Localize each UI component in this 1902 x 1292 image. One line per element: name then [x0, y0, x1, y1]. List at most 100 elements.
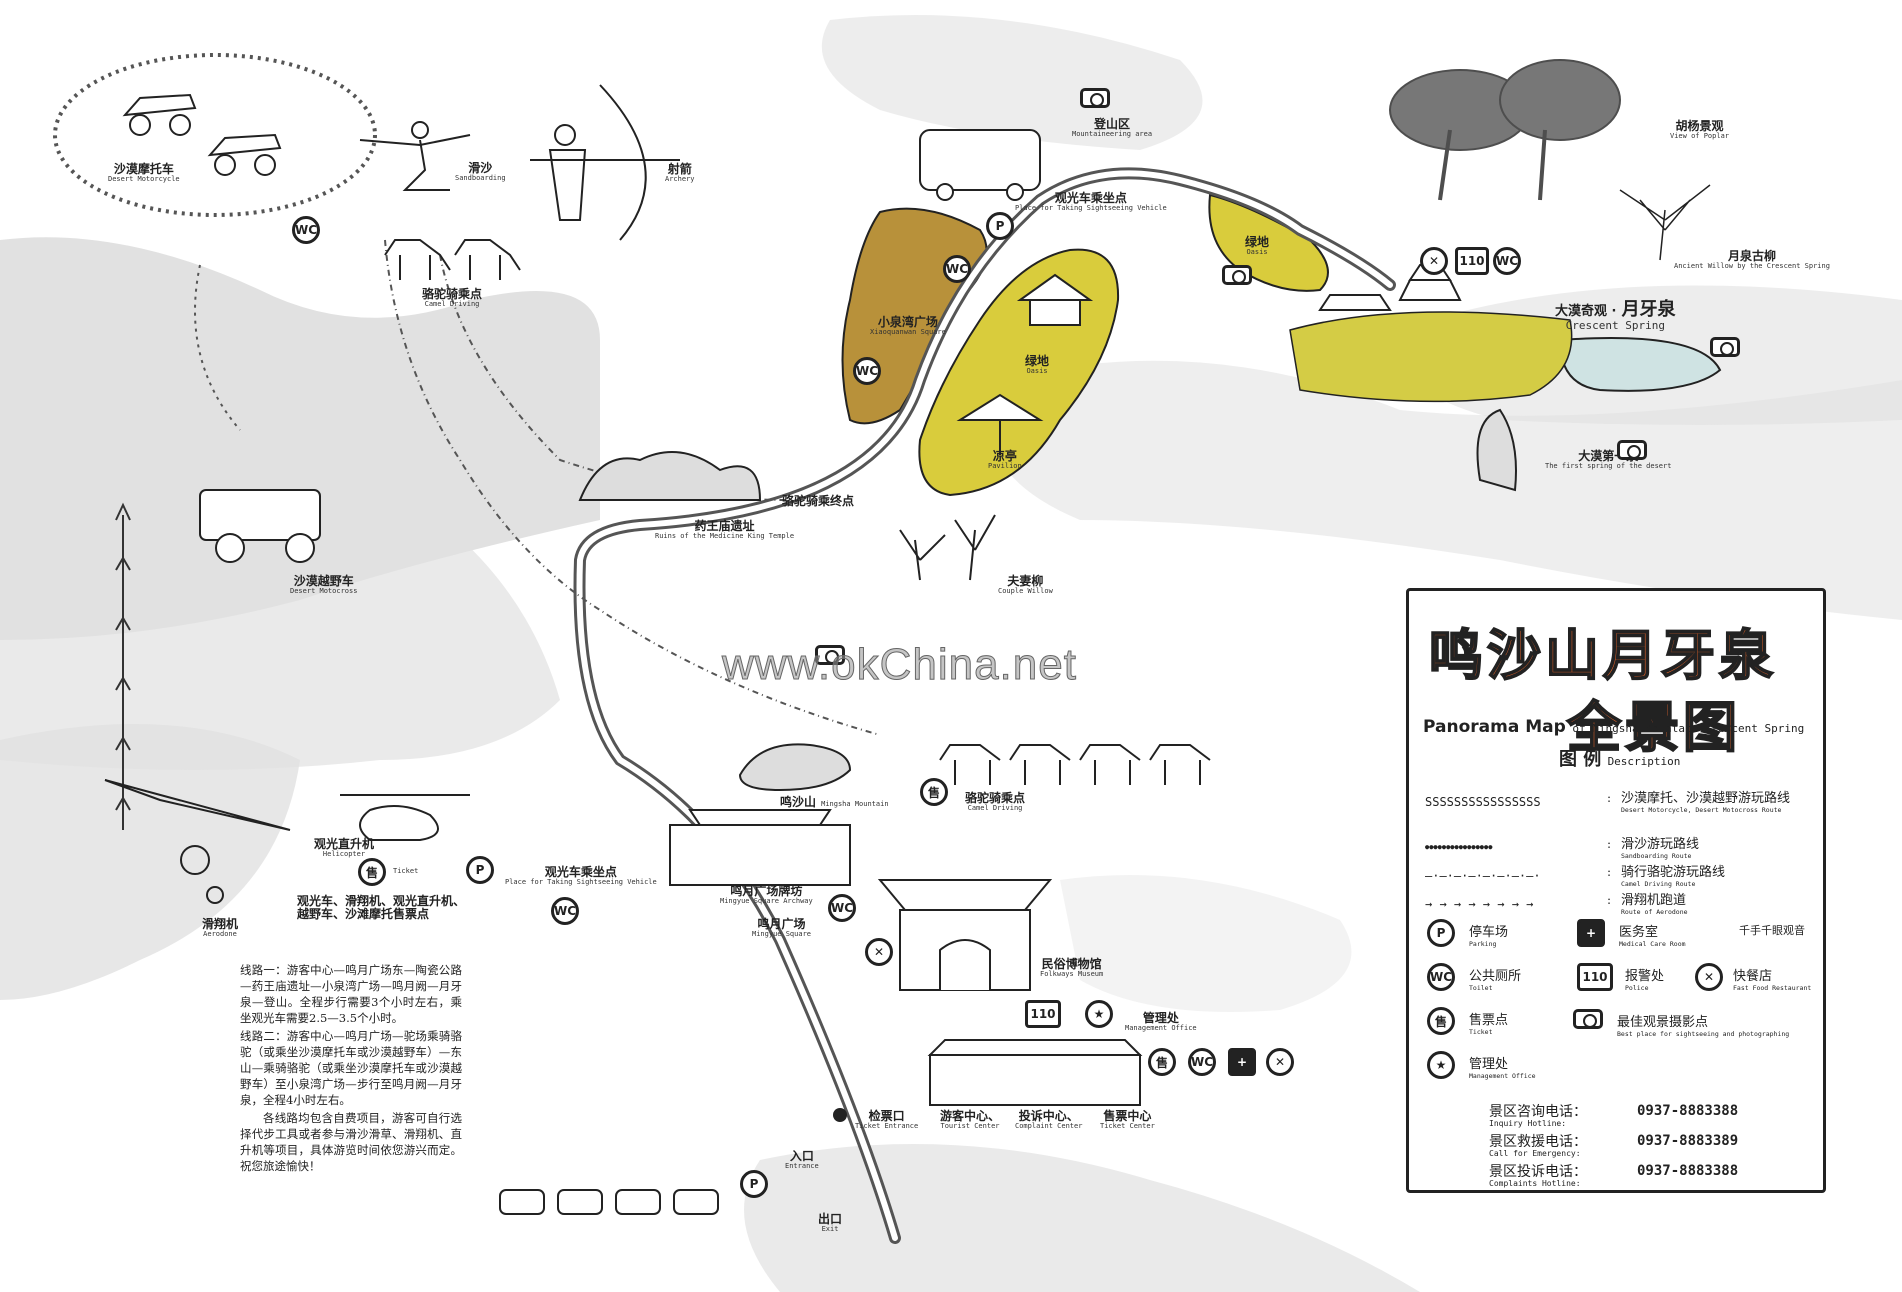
management-icon: ★ — [1085, 1000, 1113, 1028]
label-camel-end: 骆驼骑乘终点 — [782, 494, 855, 508]
aerodone-route — [115, 502, 131, 830]
parking-icon: P — [740, 1170, 768, 1198]
bus-illustration — [919, 129, 1041, 201]
archway-illustration — [669, 809, 851, 886]
wc-icon: WC — [828, 894, 856, 922]
poplar-trees — [1389, 59, 1621, 201]
motorcycle-route — [53, 53, 377, 217]
wc-icon: WC — [1188, 1048, 1216, 1076]
crescent-spring-water — [1558, 337, 1722, 392]
legend-title-main: 鸣沙山月牙泉 — [1428, 623, 1777, 688]
crescent-pagoda — [1318, 264, 1462, 311]
police-icon: 110 — [1577, 963, 1613, 991]
label-tourist-center: 游客中心、Tourist Center — [940, 1109, 1001, 1131]
cabin-illustration — [1016, 273, 1094, 326]
ticket-entrance-marker — [833, 1108, 847, 1122]
wc-icon: WC — [943, 255, 971, 283]
parking-icon: P — [466, 856, 494, 884]
route-line-1: 线路一：游客中心—鸣月广场东—陶瓷公路—药王庙遗址—小泉湾广场—鸣月阙—月牙泉—… — [240, 963, 462, 1025]
wc-icon: WC — [292, 216, 320, 244]
ancient-willow — [1619, 184, 1711, 261]
wc-icon: WC — [853, 357, 881, 385]
cars-illustration — [499, 1189, 719, 1215]
crescent-spring-grass — [1289, 311, 1573, 403]
medical-icon: + — [1577, 919, 1605, 947]
label-complaint-center: 投诉中心、Complaint Center — [1015, 1109, 1083, 1131]
label-crescent: 大漠奇观 · 月牙泉 Crescent Spring — [1555, 299, 1676, 332]
aerodone-illustration — [104, 779, 291, 904]
sandboarding-route — [384, 239, 881, 736]
archer-illustration — [530, 84, 680, 241]
camera-icon — [1222, 265, 1252, 285]
temple-rocks-illustration — [578, 451, 762, 501]
camera-icon — [1617, 440, 1647, 460]
camels-mid-illustration — [939, 744, 1211, 785]
mingsha-rock — [738, 743, 852, 792]
watermark: www.okChina.net — [722, 640, 1077, 690]
hotline-complaints: 景区投诉电话：Complaints Hotline: — [1489, 1164, 1587, 1188]
camera-icon — [1710, 337, 1740, 357]
fastfood-icon: ✕ — [865, 938, 893, 966]
police-icon: 110 — [1025, 1000, 1061, 1028]
legend-heading: 图 例 Description — [1559, 749, 1681, 770]
police-icon: 110 — [1455, 247, 1489, 275]
label-mingsha: 鸣沙山 Mingsha Mountain — [780, 795, 889, 809]
fastfood-icon: ✕ — [1695, 963, 1723, 991]
wc-icon: WC — [1493, 247, 1521, 275]
camera-icon — [815, 645, 845, 665]
motorcycle-illustration — [122, 93, 282, 176]
jeep-illustration — [199, 489, 321, 563]
legend-title-sub: 全景图 — [1566, 695, 1741, 760]
helicopter-illustration — [340, 794, 470, 841]
label-ticket-note: 观光车、滑翔机、观光直升机、越野车、沙滩摩托售票点 — [297, 894, 466, 922]
hotline-inquiry: 景区咨询电话：Inquiry Hotline: — [1489, 1104, 1587, 1128]
fastfood-icon: ✕ — [1266, 1048, 1294, 1076]
hotline-inquiry-number: 0937-8883388 — [1637, 1103, 1739, 1119]
medical-icon: + — [1228, 1048, 1256, 1076]
camera-icon — [1080, 88, 1110, 108]
museum-illustration — [877, 879, 1053, 991]
wc-icon: WC — [1427, 963, 1455, 991]
first-spring-stone — [1476, 408, 1517, 492]
ticket-booth-icon: 售 — [1427, 1007, 1455, 1035]
camel-route — [439, 254, 786, 501]
wc-icon: WC — [551, 897, 579, 925]
parking-icon: P — [1427, 919, 1455, 947]
sandboarder-illustration — [359, 121, 471, 191]
management-icon: ★ — [1427, 1051, 1455, 1079]
ticket-booth-icon: 售 — [920, 778, 948, 806]
ticket-booth-icon: 售 — [358, 858, 386, 886]
route-note: 各线路均包含自费项目，游客可自行选择代步工具或者参与滑沙滑草、滑翔机、直升机等项… — [240, 1111, 462, 1173]
willow-trees — [899, 514, 996, 581]
sand-dunes — [0, 15, 1902, 1292]
